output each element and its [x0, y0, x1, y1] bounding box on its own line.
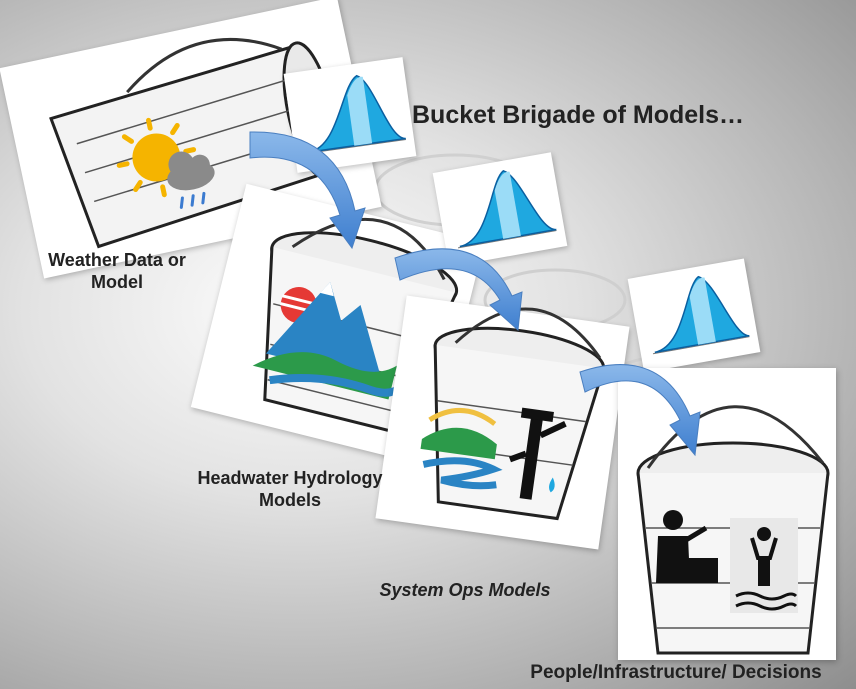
flow-arrow-2 — [394, 248, 523, 332]
bell-curve-icon — [652, 275, 750, 355]
diagram-title: Bucket Brigade of Models… — [412, 101, 744, 129]
sun-cloud-icon — [116, 117, 215, 209]
weather-label: Weather Data or Model — [48, 250, 186, 292]
flow-arrow-1 — [249, 131, 366, 250]
flow-arrow-3 — [579, 364, 701, 457]
people-bucket-card — [618, 368, 836, 660]
bell-curve-icon — [306, 74, 407, 154]
headwater-label: Headwater Hydrology Models — [197, 468, 383, 510]
system-ops-label: System Ops Models — [379, 580, 551, 600]
people-label: People/Infrastructure/ Decisions — [530, 662, 822, 683]
distribution-chart-3 — [627, 258, 761, 373]
weather-bucket-card — [0, 0, 382, 279]
distribution-chart-1 — [283, 57, 417, 173]
landscape-pump-icon — [420, 407, 567, 500]
system-ops-bucket-card — [375, 295, 630, 550]
distribution-chart-2 — [432, 152, 568, 267]
bell-curve-icon — [457, 170, 557, 249]
mountain-river-icon — [252, 281, 405, 400]
flood-person-icon — [730, 518, 798, 613]
speaker-podium-icon — [656, 510, 718, 583]
